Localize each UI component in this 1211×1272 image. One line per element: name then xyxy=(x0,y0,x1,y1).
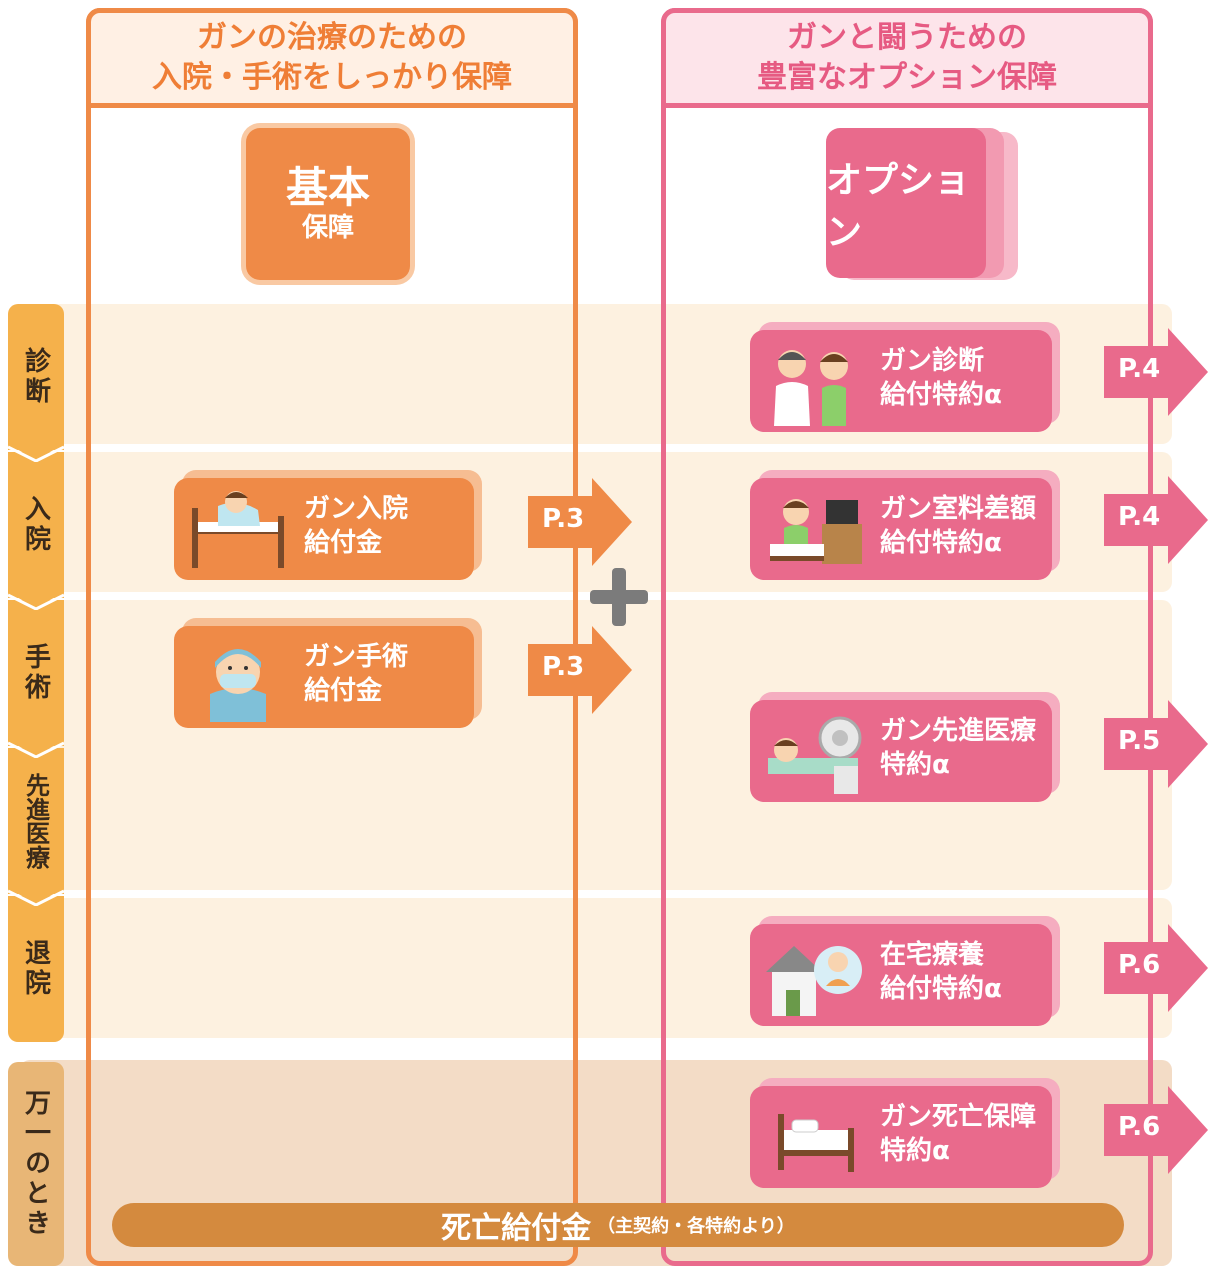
option-column-header: ガンと闘うための 豊富なオプション保障 xyxy=(661,8,1153,108)
page-ref-label: P.5 xyxy=(1118,726,1161,756)
page-ref-arrow-advanced[interactable]: P.5 xyxy=(1104,700,1210,788)
stage-advanced: 先進医療 xyxy=(8,748,64,894)
hospital-bed-icon xyxy=(192,491,284,568)
page-ref-arrow-hospitalization[interactable]: P.3 xyxy=(528,478,634,566)
benefit-hospitalization[interactable]: ガン入院 給付金 xyxy=(174,478,474,580)
page-ref-label: P.3 xyxy=(542,652,585,682)
empty-bed-icon xyxy=(778,1114,854,1172)
option-diagnosis[interactable]: ガン診断 給付特約α xyxy=(750,330,1052,432)
page-ref-label: P.6 xyxy=(1118,950,1161,980)
stage-admission: 入院 xyxy=(8,452,64,598)
option-room-fee-label: ガン室料差額 給付特約α xyxy=(880,494,1037,558)
page-ref-label: P.4 xyxy=(1118,354,1161,384)
basic-badge-sub: 保障 xyxy=(301,213,354,243)
page-ref-arrow-home-care[interactable]: P.6 xyxy=(1104,924,1210,1012)
page-ref-arrow-room-fee[interactable]: P.4 xyxy=(1104,476,1210,564)
basic-header-line2: 入院・手術をしっかり保障 xyxy=(152,60,512,95)
death-benefit-bar: 死亡給付金 （主契約・各特約より） xyxy=(112,1203,1124,1247)
radiation-machine-icon xyxy=(768,716,862,794)
page-ref-label: P.4 xyxy=(1118,502,1161,532)
stage-diagnosis: 診断 xyxy=(8,304,64,450)
death-benefit-label: 死亡給付金 xyxy=(441,1211,592,1246)
chevron-separator xyxy=(8,444,64,462)
chevron-separator xyxy=(8,888,64,906)
plus-icon xyxy=(590,568,648,626)
option-home-care-label: 在宅療養 給付特約α xyxy=(880,940,1002,1004)
private-room-icon xyxy=(770,499,862,564)
basic-header-line1: ガンの治療のための xyxy=(197,20,467,55)
benefit-hospitalization-label: ガン入院 給付金 xyxy=(304,494,409,558)
death-benefit-note: （主契約・各特約より） xyxy=(597,1216,795,1237)
chevron-separator xyxy=(8,740,64,758)
stage-discharge: 退院 xyxy=(8,896,64,1042)
option-death[interactable]: ガン死亡保障 特約α xyxy=(750,1086,1052,1188)
option-death-label: ガン死亡保障 特約α xyxy=(880,1102,1037,1166)
basic-badge-main: 基本 xyxy=(285,163,370,212)
option-room-fee[interactable]: ガン室料差額 給付特約α xyxy=(750,478,1052,580)
benefit-surgery-label: ガン手術 給付金 xyxy=(304,642,409,706)
page-ref-arrow-surgery[interactable]: P.3 xyxy=(528,626,634,714)
basic-column-header: ガンの治療のための 入院・手術をしっかり保障 xyxy=(86,8,578,108)
home-care-icon xyxy=(766,946,862,1016)
option-advanced-medicine[interactable]: ガン先進医療 特約α xyxy=(750,700,1052,802)
page-ref-arrow-death[interactable]: P.6 xyxy=(1104,1086,1210,1174)
option-home-care[interactable]: 在宅療養 給付特約α xyxy=(750,924,1052,1026)
option-badge: オプション xyxy=(826,128,986,278)
option-header-line2: 豊富なオプション保障 xyxy=(757,60,1057,95)
page-ref-label: P.3 xyxy=(542,504,585,534)
chevron-separator xyxy=(8,592,64,610)
page-ref-label: P.6 xyxy=(1118,1112,1161,1142)
option-diagnosis-label: ガン診断 給付特約α xyxy=(880,346,1002,410)
stage-emergency: 万一のとき xyxy=(8,1062,64,1266)
option-header-line1: ガンと闘うための xyxy=(787,20,1027,55)
page-ref-arrow-diagnosis[interactable]: P.4 xyxy=(1104,328,1210,416)
doctor-consultation-icon xyxy=(774,350,848,426)
basic-badge: 基本 保障 xyxy=(246,128,410,280)
option-badge-main: オプション xyxy=(826,160,971,253)
benefit-surgery[interactable]: ガン手術 給付金 xyxy=(174,626,474,728)
option-advanced-medicine-label: ガン先進医療 特約α xyxy=(880,716,1037,780)
surgeon-icon xyxy=(210,649,266,722)
stage-surgery: 手術 xyxy=(8,600,64,746)
